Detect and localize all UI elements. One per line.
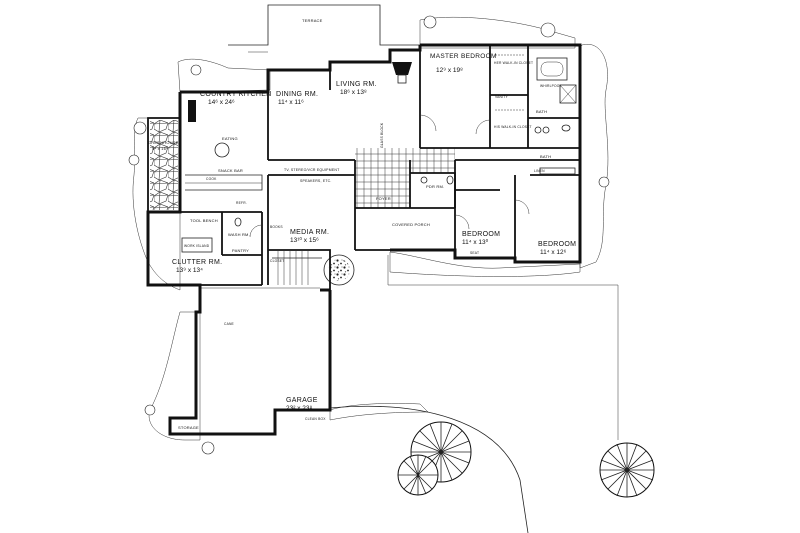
clutter-room-name: CLUTTER RM.: [172, 259, 222, 266]
greenhouse-floor: [150, 120, 178, 210]
fixture-labels: HER WALK-IN CLOSET HIS WALK-IN CLOSET WH…: [184, 61, 562, 421]
his-closet-label: HIS WALK-IN CLOSET: [494, 125, 532, 129]
covered-porch-label: COVERED PORCH: [392, 222, 430, 227]
closet-label: CLOSET: [270, 259, 284, 263]
tree: [599, 442, 655, 498]
master-bedroom-dim: 12⁹ x 19⁸: [436, 67, 463, 74]
pdr-room-label: PDR RM.: [426, 184, 444, 189]
whirlpool-icon: [536, 57, 568, 81]
foyer-tile: [355, 148, 410, 208]
seat-label: SEAT: [470, 251, 479, 255]
tool-bench-label: TOOL BENCH: [190, 218, 218, 223]
site-lines: [200, 4, 619, 533]
pantry-label: PANTRY: [232, 248, 249, 253]
tree: [323, 254, 355, 286]
garage-name: GARAGE: [286, 397, 318, 404]
terrace-label: TERRACE: [302, 18, 323, 23]
living-room-name: LIVING RM.: [336, 81, 377, 88]
bedroom-2-name: BEDROOM: [538, 241, 576, 248]
cane-label: CANE: [224, 322, 235, 326]
her-closet-label: HER WALK-IN CLOSET: [494, 61, 533, 65]
greenhouse-dim: 5⁴ x 16⁶: [152, 146, 168, 151]
bedroom-1-name: BEDROOM: [462, 231, 500, 238]
room-labels: TERRACE MASTER BEDROOM 12⁹ x 19⁸ COUNTRY…: [148, 18, 576, 430]
bedroom-2-dim: 11⁴ x 12⁶: [540, 249, 567, 256]
dining-room-name: DINING RM.: [276, 91, 318, 98]
vanity-label: VANITY: [495, 95, 508, 99]
landscaping: [128, 15, 655, 498]
glass-block-label: GLASS BLOCK: [380, 122, 384, 148]
clutter-room-dim: 13⁹ x 13⁴: [176, 267, 203, 274]
whirlpool-label: WHIRLPOOL: [540, 84, 562, 88]
refr-label: REFR.: [236, 201, 247, 205]
master-bedroom-name: MASTER BEDROOM: [430, 53, 497, 60]
tv-equipment-label: TV, STEREO/VCR EQUIPMENT: [284, 168, 340, 172]
interior-walls: [148, 45, 580, 290]
country-kitchen-name: COUNTRY KITCHEN: [200, 91, 272, 98]
fireplace-icon: [392, 62, 412, 75]
garage-dim: 23² x 23⁸: [286, 405, 312, 412]
books-label: BOOKS: [270, 225, 283, 229]
hall-tile: [410, 148, 455, 173]
storage-label: STORAGE: [178, 425, 199, 430]
bath-2-label: BATH: [540, 154, 551, 159]
snack-bar-label: SNACK BAR: [218, 168, 243, 173]
linen-label: LINEN: [534, 169, 545, 173]
clean-box-label: CLEAN BOX: [305, 417, 326, 421]
tree: [397, 454, 439, 496]
wash-room-label: WASH RM.: [228, 232, 250, 237]
work-island-label: WORK ISLAND: [184, 244, 210, 248]
media-room-dim: 13¹⁰ x 15⁶: [290, 236, 319, 244]
foyer-label: FOYER: [376, 196, 391, 201]
bath-1-label: BATH: [536, 109, 547, 114]
living-room-dim: 18⁶ x 13⁸: [340, 89, 367, 96]
country-kitchen-dim: 14⁶ x 24⁶: [208, 99, 235, 106]
cook-label: COOK: [206, 177, 217, 181]
eating-label: EATING: [222, 136, 238, 141]
bedroom-1-dim: 11⁴ x 13⁰: [462, 238, 489, 246]
fixtures: [181, 54, 577, 285]
media-room-name: MEDIA RM.: [290, 229, 329, 236]
speakers-label: SPEAKERS, ETC.: [300, 179, 332, 183]
dining-room-dim: 11⁴ x 11⁶: [278, 99, 304, 106]
greenhouse-name: GREENHOUSE: [148, 140, 179, 145]
